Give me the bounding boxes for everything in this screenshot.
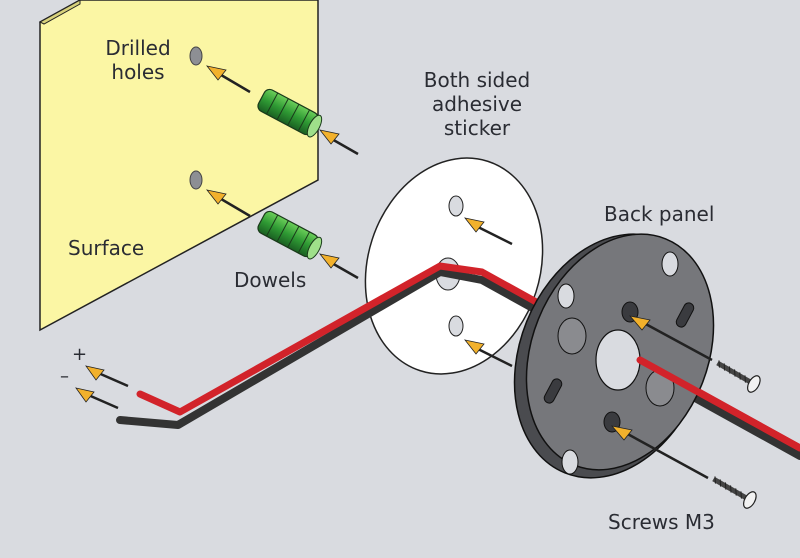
panel-center-hole bbox=[595, 329, 641, 391]
screw-bottom bbox=[712, 476, 757, 509]
arrow-head-panel-top bbox=[628, 315, 651, 331]
panel-slot-top bbox=[675, 302, 695, 328]
arrow-head-plus bbox=[85, 365, 105, 381]
label-screws: Screws M3 bbox=[608, 510, 715, 534]
label-surface: Surface bbox=[68, 236, 145, 260]
label-minus: – bbox=[60, 366, 69, 387]
label-dowels: Dowels bbox=[234, 268, 307, 292]
dowel-top bbox=[257, 88, 323, 138]
panel-notch-top bbox=[661, 251, 679, 277]
label-plus: + bbox=[72, 344, 88, 365]
terminal-arrows bbox=[85, 370, 129, 410]
dowel-arrows bbox=[329, 136, 359, 280]
sticker-hole-top bbox=[448, 195, 464, 217]
drilled-hole-bottom bbox=[189, 170, 203, 190]
surface-wall bbox=[38, 0, 319, 332]
screw-top bbox=[716, 360, 761, 393]
panel-notch-bottom bbox=[561, 449, 579, 475]
arrow-head-sticker-bottom bbox=[464, 339, 485, 355]
label-drilled-holes: Drilled holes bbox=[98, 36, 178, 84]
back-panel bbox=[513, 233, 715, 479]
panel-notch-left bbox=[557, 283, 575, 309]
arrow-head-dowel-bottom bbox=[319, 253, 340, 269]
panel-boss-left bbox=[557, 317, 587, 355]
label-drilled-holes-line1: Drilled bbox=[105, 36, 171, 60]
arrow-head-minus bbox=[75, 387, 95, 403]
sticker-hole-bottom bbox=[448, 315, 464, 337]
sticker-arrows bbox=[475, 224, 513, 368]
label-sticker-line3: sticker bbox=[443, 116, 511, 140]
dowel-bottom bbox=[257, 210, 323, 260]
arrow-head-dowel-top bbox=[319, 129, 340, 145]
label-back-panel: Back panel bbox=[604, 202, 715, 226]
drilled-hole-top bbox=[189, 46, 203, 66]
panel-slot-bottom bbox=[543, 378, 563, 404]
label-sticker-line1: Both sided bbox=[423, 68, 531, 92]
panel-arrows bbox=[623, 320, 713, 480]
label-sticker-line2: adhesive bbox=[431, 92, 523, 116]
label-sticker: Both sided adhesive sticker bbox=[412, 68, 542, 140]
arrow-head-hole-top bbox=[206, 65, 227, 81]
arrow-head-sticker-top bbox=[464, 217, 485, 233]
arrow-head-panel-bottom bbox=[610, 425, 633, 441]
cable-front bbox=[636, 356, 800, 452]
arrow-head-hole-bottom bbox=[206, 189, 227, 205]
label-drilled-holes-line2: holes bbox=[111, 60, 165, 84]
